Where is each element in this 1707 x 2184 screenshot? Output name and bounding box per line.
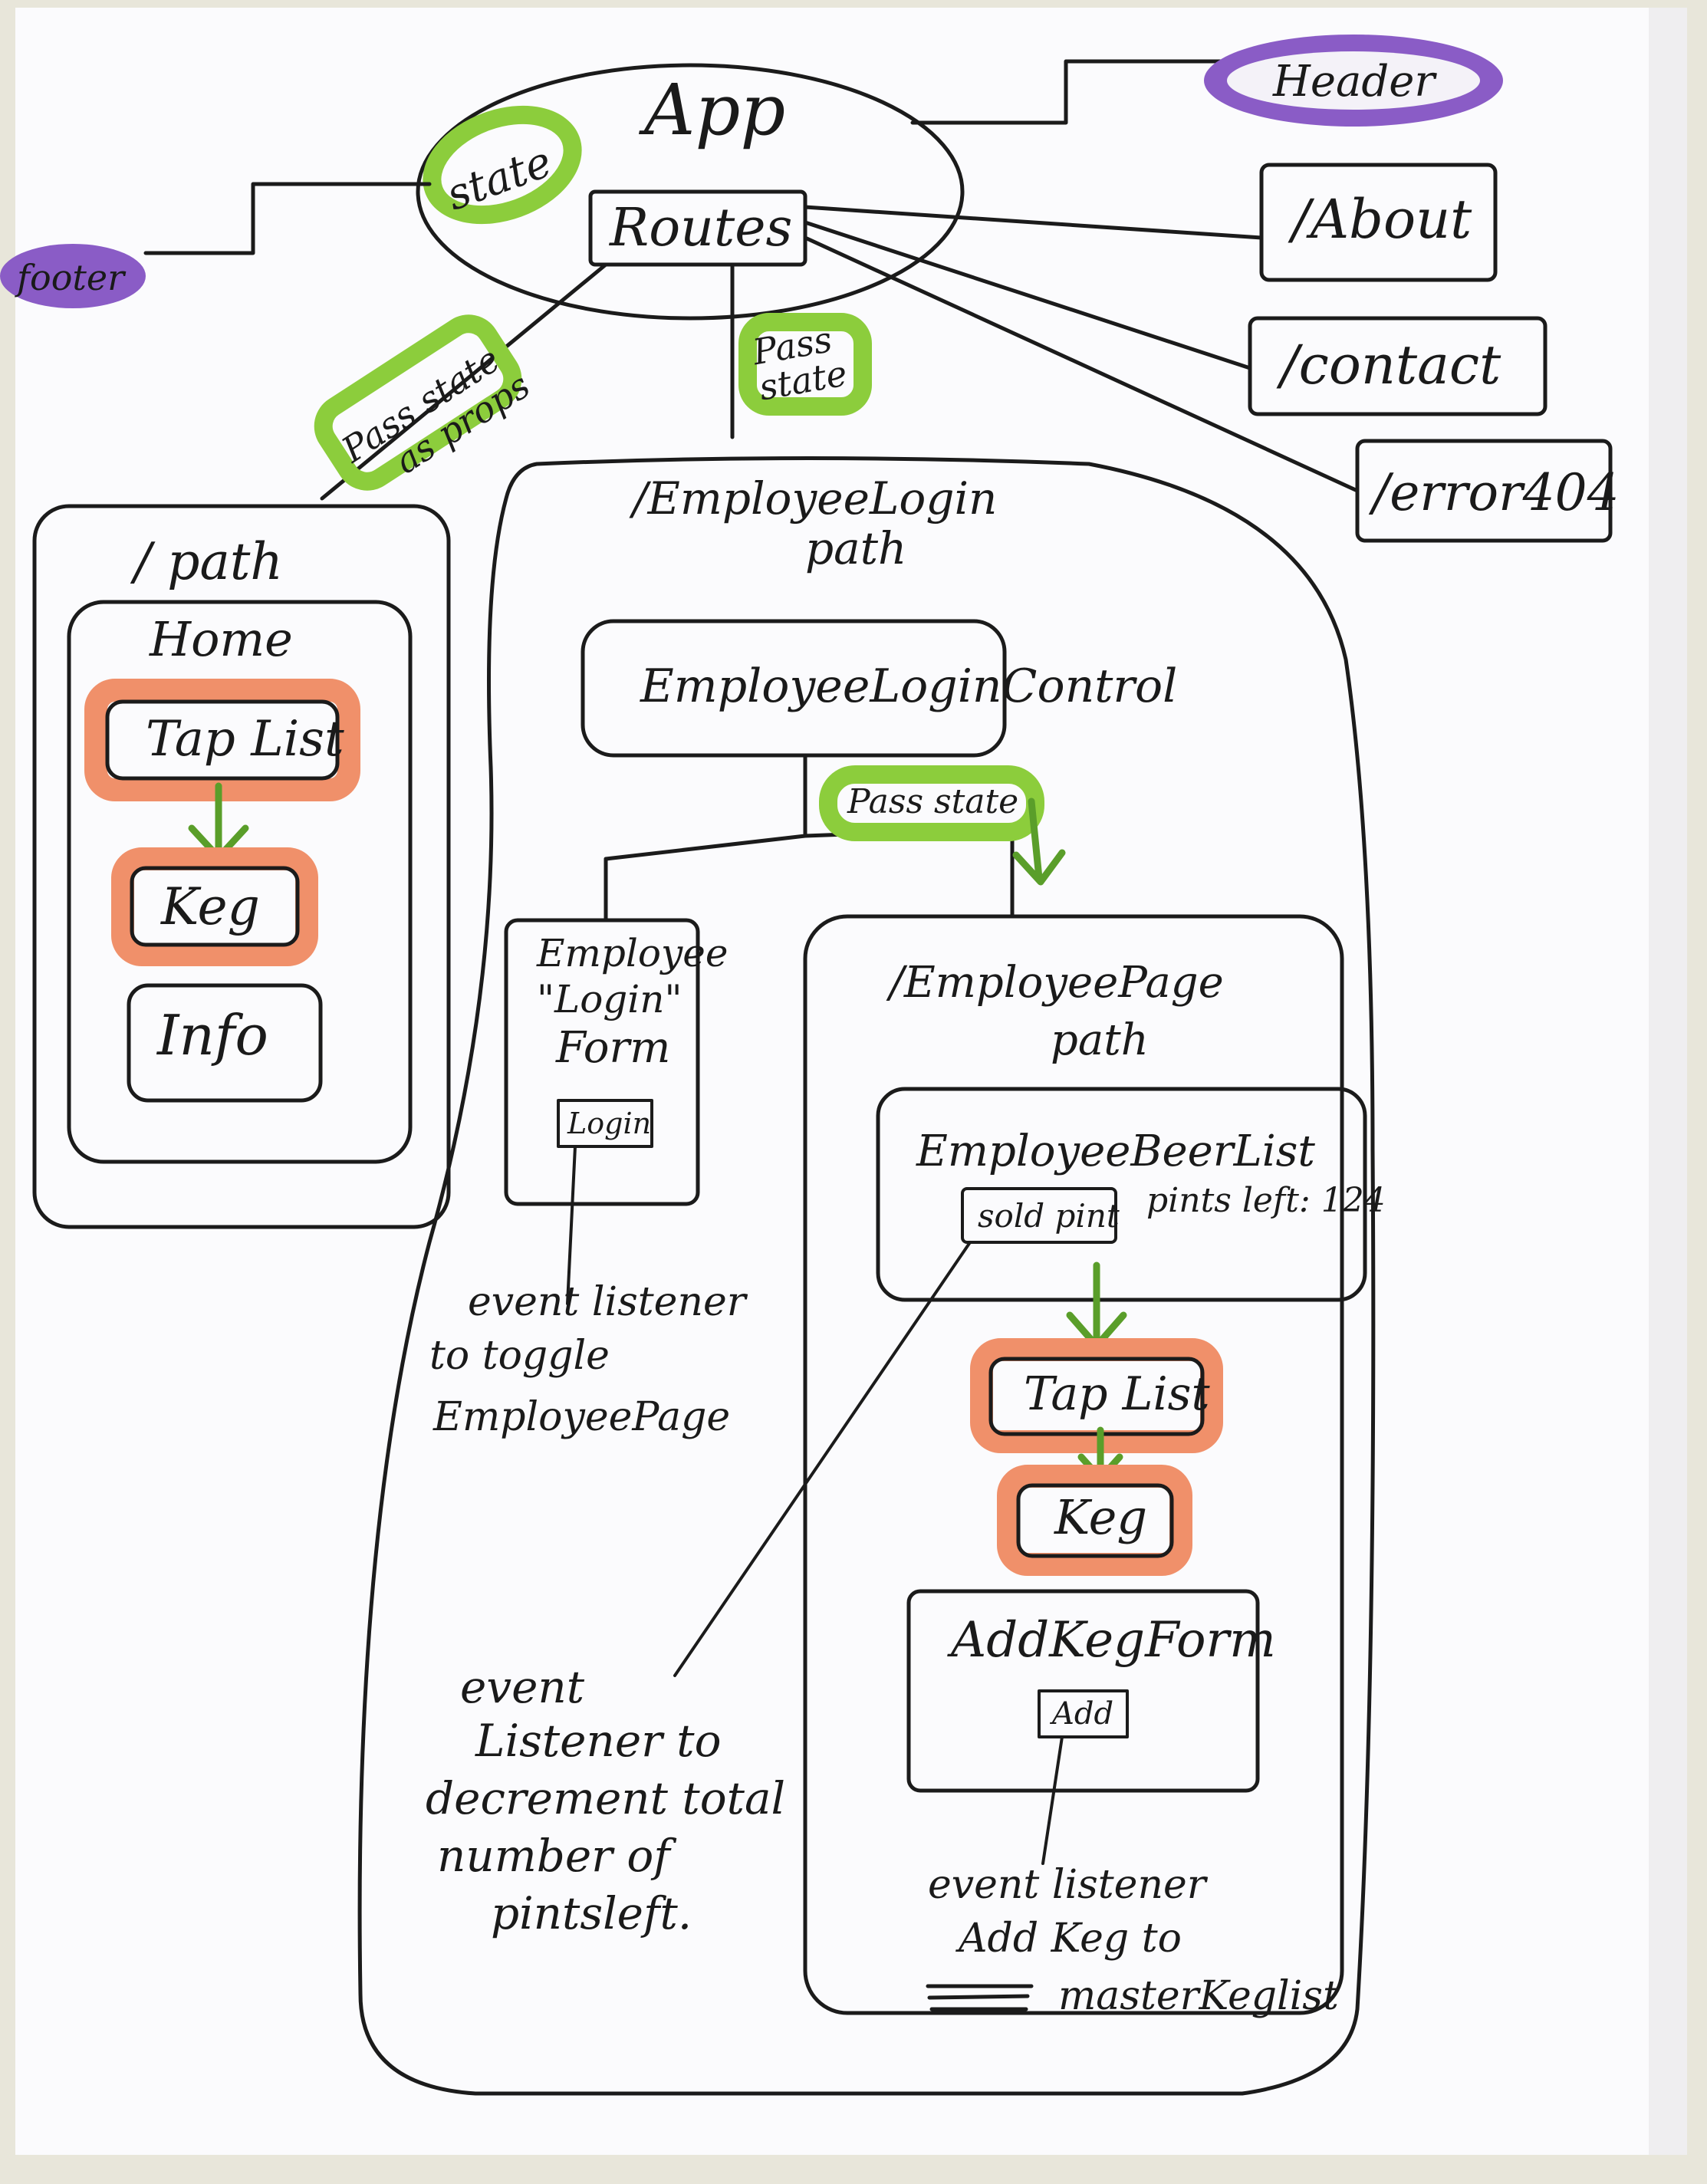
routes-to-root-path-line: [320, 262, 608, 501]
header-label: Header: [1272, 57, 1437, 107]
app-label: App: [638, 69, 785, 151]
note-add-line3: masterKeglist: [1058, 1973, 1339, 2019]
note-decrement-line3: decrement total: [426, 1772, 785, 1824]
note-decrement-line2: Listener to: [475, 1715, 722, 1767]
sold-pint-button[interactable]: [961, 1187, 1117, 1244]
taplist-right-box: [988, 1357, 1205, 1436]
footer-highlight: [0, 244, 146, 308]
keg-right-label: Keg: [1054, 1489, 1147, 1545]
employee-login-path-outline: [357, 456, 1376, 2096]
state-highlight: [423, 105, 582, 225]
contact-route-label: /contact: [1276, 334, 1501, 396]
note-login-line3: EmployeePage: [433, 1394, 730, 1440]
add-keg-form-box: [906, 1589, 1260, 1793]
note-decrement-line4: number of: [437, 1830, 677, 1882]
about-route-box: [1259, 163, 1498, 282]
login-button-label: Login: [567, 1107, 651, 1140]
taplist-left-label: Tap List: [146, 711, 344, 768]
routes-to-contact-line: [803, 220, 1252, 370]
paper-background: [15, 8, 1687, 2155]
employee-beer-list-box: [876, 1087, 1367, 1302]
routes-to-error404-line: [803, 235, 1360, 493]
pass-state-mid-arrow: [1012, 798, 1066, 886]
about-route-label: /About: [1288, 188, 1472, 251]
pass-state-props-highlight: [314, 314, 522, 491]
footer-label: footer: [15, 257, 127, 298]
taplist-right-highlight: [970, 1338, 1223, 1453]
keg-left-highlight: [111, 847, 318, 966]
sold-pint-button-label: sold pint: [978, 1197, 1120, 1235]
add-note-connector: [1041, 1735, 1064, 1865]
login-form-box: [504, 918, 700, 1206]
note-decrement-line5: pintsleft.: [491, 1887, 692, 1939]
keg-left-box: [130, 866, 300, 947]
pints-left-label: pints left: 124: [1146, 1181, 1386, 1220]
header-connector: [910, 59, 1229, 125]
login-note-connector: [566, 1145, 577, 1305]
pass-state-mid-label: Pass state: [847, 782, 1018, 821]
employee-beer-list-label: EmployeeBeerList: [916, 1127, 1315, 1176]
login-form-line1: Employee: [536, 931, 728, 975]
routes-label: Routes: [608, 198, 792, 258]
login-form-line3: Form: [555, 1023, 670, 1073]
taplist-left-box: [105, 699, 340, 781]
employee-login-path-line2: path: [805, 522, 906, 574]
employee-page-path-box: [803, 914, 1344, 2015]
error404-route-box: [1355, 439, 1613, 543]
contact-route-box: [1248, 316, 1547, 416]
root-path-box: [32, 504, 451, 1229]
login-form-line2: "Login": [537, 977, 682, 1021]
add-keg-form-label: AddKegForm: [947, 1612, 1276, 1669]
add-button-label: Add: [1049, 1696, 1113, 1732]
decrement-note-connector: [673, 1241, 972, 1677]
info-box: [127, 983, 323, 1103]
paper-shadow-edge: [1649, 8, 1687, 2155]
keg-left-label: Keg: [160, 877, 260, 936]
employee-page-path-line2: path: [1051, 1015, 1149, 1065]
employee-page-path-line1: /EmployeePage: [886, 958, 1224, 1008]
note-add-line2: Add Keg to: [955, 1916, 1182, 1962]
taplist-right-label: Tap List: [1024, 1367, 1210, 1421]
routes-box: [588, 189, 807, 267]
login-button[interactable]: [557, 1099, 653, 1148]
note-add-line1: event listener: [928, 1862, 1209, 1908]
taplist-left-highlight: [84, 679, 360, 801]
pass-state-top-highlight: [738, 313, 872, 416]
header-highlight-inner: [1227, 51, 1480, 110]
add-button[interactable]: [1038, 1689, 1129, 1738]
root-path-label: / path: [130, 532, 283, 591]
app-ellipse: [416, 63, 965, 321]
note-login-line1: event listener: [468, 1279, 748, 1325]
note-add-scribble: [926, 1984, 1034, 2011]
error404-route-label: /error404: [1368, 463, 1620, 522]
routes-to-about-line: [803, 205, 1264, 240]
home-box: [67, 600, 413, 1164]
keg-right-highlight: [997, 1465, 1192, 1576]
note-decrement-line1: event: [460, 1661, 585, 1713]
pass-state-mid-highlight: [819, 765, 1044, 841]
footer-connector: [143, 182, 432, 255]
employee-login-control-label: EmployeeLoginControl: [640, 659, 1177, 713]
employee-login-control-box: [581, 619, 1007, 758]
note-login-line2: to toggle: [429, 1333, 610, 1379]
home-label: Home: [149, 611, 293, 667]
keg-right-box: [1016, 1483, 1174, 1558]
employee-login-path-line1: /EmployeeLogin: [629, 472, 997, 525]
info-label: Info: [156, 1003, 268, 1067]
